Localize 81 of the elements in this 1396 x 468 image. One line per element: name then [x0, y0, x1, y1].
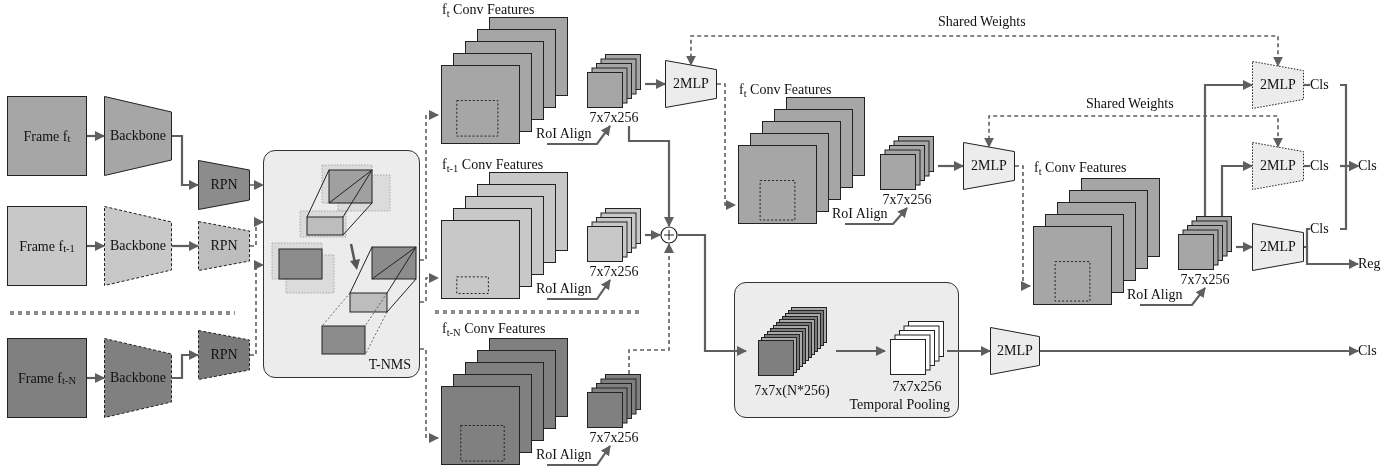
- connector-line: [1304, 227, 1310, 249]
- block-label: 2MLP: [1260, 239, 1296, 255]
- arrow: [172, 350, 199, 380]
- arrow: [645, 79, 666, 89]
- frame-box: Frame f$_{t-1}$: [7, 206, 87, 286]
- edge-label: RoI Align: [536, 126, 592, 142]
- edge-label: Shared Weights: [938, 14, 1026, 30]
- arrow: [419, 273, 439, 303]
- feature-map-title: f$_{t-1}$ Conv Features: [442, 157, 544, 173]
- arrow: [686, 35, 1283, 67]
- arrow: [1236, 242, 1253, 252]
- block-label: 2MLP: [1260, 158, 1296, 174]
- connector-line: [1304, 164, 1310, 168]
- arrow: [645, 230, 661, 240]
- panel-title: Temporal Pooling: [849, 397, 950, 413]
- arrow: [1304, 245, 1359, 269]
- block-label: Backbone: [110, 238, 166, 254]
- arrow: [547, 125, 611, 146]
- edge-label: Shared Weights: [1086, 96, 1174, 112]
- arrow: [547, 445, 611, 467]
- tensor-size-label: 7x7x256: [1180, 272, 1230, 288]
- arrow: [419, 348, 439, 443]
- tensor-size-label: 7x7x256: [892, 379, 942, 395]
- frame-box: Frame f$_{t-N}$: [7, 338, 87, 418]
- arrow: [172, 241, 199, 251]
- edge-label: RoI Align: [536, 447, 592, 463]
- tensor-size-label: 7x7x256: [589, 430, 639, 446]
- tensor-size-label: 7x7x256: [882, 192, 932, 208]
- output-label: Cls: [1310, 158, 1340, 174]
- feature-map-title: f$_{t-N}$ Conv Features: [442, 321, 546, 337]
- arrow: [249, 217, 264, 247]
- block-label: RPN: [210, 238, 238, 254]
- edge-label: RoI Align: [536, 281, 592, 297]
- block-label: Backbone: [110, 370, 166, 386]
- arrow: [627, 126, 674, 227]
- arrow: [716, 83, 736, 210]
- arrow: [547, 279, 611, 301]
- feature-map-title: f$_{t}$ Conv Features: [739, 82, 832, 98]
- group-panel: [734, 282, 959, 418]
- block-label: 2MLP: [1260, 77, 1296, 93]
- panel-title: T-NMS: [368, 357, 411, 373]
- arrow: [1140, 287, 1206, 307]
- edge-label: RoI Align: [1127, 287, 1183, 303]
- arrow: [1340, 161, 1359, 231]
- arrow: [1203, 80, 1253, 216]
- arrow: [87, 241, 105, 251]
- arrow: [836, 346, 886, 356]
- frame-box: Frame f$_{t}$: [7, 96, 87, 176]
- tensor-size-label: 7x7x256: [589, 264, 639, 280]
- arrow: [947, 346, 991, 356]
- block-label: Backbone: [110, 128, 166, 144]
- tensor-size-label: 7x7x256: [589, 110, 639, 126]
- block-label: 2MLP: [673, 76, 709, 92]
- block-label: 2MLP: [971, 158, 1007, 174]
- arrow: [249, 180, 264, 190]
- connector-line: [1304, 83, 1310, 87]
- feature-map-title: f$_{t}$ Conv Features: [442, 2, 535, 18]
- arrow: [249, 260, 264, 356]
- output-label: Cls: [1358, 158, 1388, 174]
- arrow: [1040, 346, 1359, 356]
- arrow: [938, 161, 964, 171]
- arrow: [419, 110, 439, 261]
- output-label: Cls: [1358, 343, 1388, 359]
- output-label: Cls: [1310, 77, 1340, 93]
- arrow: [678, 233, 747, 356]
- arrow: [87, 373, 105, 383]
- arrow: [628, 243, 674, 375]
- tensor-size-label: 7x7x(N*256): [754, 383, 830, 399]
- feature-map-title: f$_{t}$ Conv Features: [1034, 160, 1127, 176]
- arrow: [845, 207, 908, 226]
- block-label: RPN: [210, 177, 238, 193]
- output-label: Reg: [1358, 256, 1390, 272]
- arrow: [172, 134, 199, 190]
- edge-label: RoI Align: [832, 206, 888, 222]
- output-label: Cls: [1310, 221, 1340, 237]
- arrow: [984, 115, 1283, 148]
- block-label: 2MLP: [997, 343, 1033, 359]
- arrow: [1014, 165, 1031, 291]
- block-label: RPN: [210, 347, 238, 363]
- arrow: [87, 131, 105, 141]
- arrow: [1220, 161, 1253, 216]
